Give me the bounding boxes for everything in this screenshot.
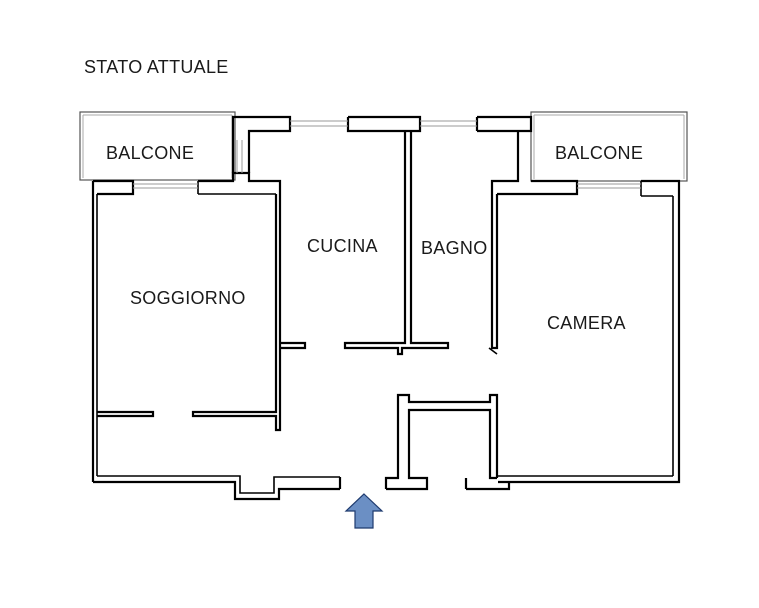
interior-walls: [97, 131, 520, 432]
up-arrow-icon: [344, 493, 384, 529]
balcony-right: [530, 111, 688, 182]
room-label-balcone-right: BALCONE: [555, 143, 643, 163]
plan-title: STATO ATTUALE: [84, 57, 229, 77]
balcony-left: [79, 111, 236, 181]
room-label-bagno: BAGNO: [421, 238, 488, 258]
room-label-camera: CAMERA: [547, 313, 626, 333]
room-label-balcone-left: BALCONE: [106, 143, 194, 163]
windows: [133, 120, 641, 189]
room-label-soggiorno: SOGGIORNO: [130, 288, 246, 308]
room-label-cucina: CUCINA: [307, 236, 378, 256]
outer-walls: [91, 115, 681, 501]
